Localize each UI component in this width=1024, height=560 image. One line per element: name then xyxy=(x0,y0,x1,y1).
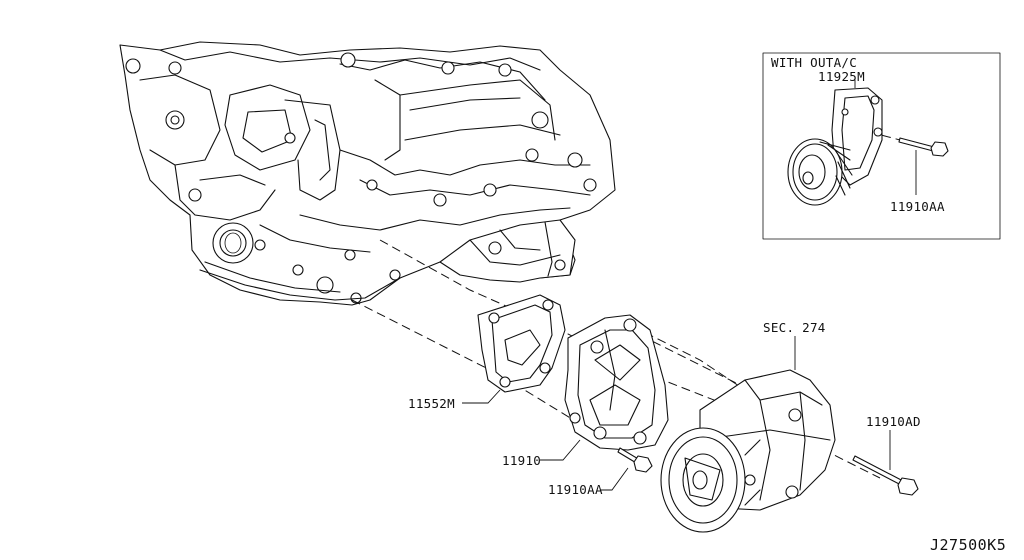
bolt-11910ad xyxy=(852,455,919,496)
bolt-11910aa xyxy=(617,447,653,473)
part-label-11910ad: 11910AD xyxy=(866,414,921,429)
inset-frame xyxy=(762,52,1001,240)
part-label-11910aa: 11910AA xyxy=(548,482,603,497)
diagram-code: J27500K5 xyxy=(930,536,1006,554)
part-label-11910: 11910 xyxy=(502,453,541,468)
section-ref-label: SEC. 274 xyxy=(763,320,826,335)
without-ac-inset xyxy=(762,52,1001,240)
ac-compressor-illustration xyxy=(660,369,836,533)
compressor-bracket-11910 xyxy=(564,314,669,451)
leader-lines xyxy=(462,80,917,491)
inset-title: WITH OUTA/C xyxy=(771,55,857,70)
part-label-11925m: 11925M xyxy=(818,69,865,84)
part-label-inset-11910aa: 11910AA xyxy=(890,199,945,214)
part-label-11552m: 11552M xyxy=(408,396,455,411)
bracket-plate-11552m xyxy=(477,294,566,393)
engine-block-illustration xyxy=(119,41,616,306)
